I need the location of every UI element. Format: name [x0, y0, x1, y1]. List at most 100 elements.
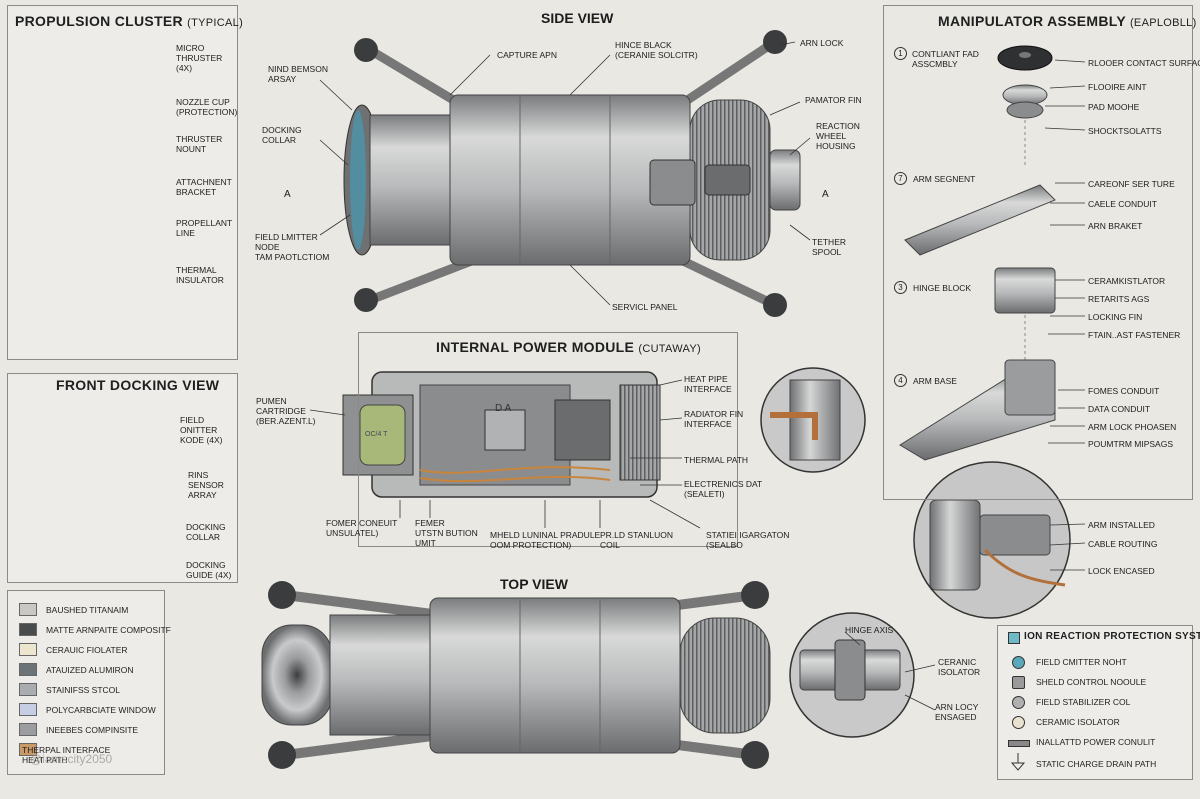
swatch-thermal-interface: [19, 743, 37, 756]
legend-thermal-interface: THERPAL INTERFACE HEAT PATH: [22, 745, 111, 765]
label-shield-module: MHELD LUNINAL PRADULE OOM PROTECTION): [490, 530, 601, 550]
swatch-fiber-composite: [19, 723, 37, 736]
ion-item-power-conduit: INALLATTD POWER CONULIT: [1036, 737, 1156, 747]
label-carbon-fiber: CAREONF SER TURE: [1088, 179, 1175, 189]
detail-leaders: [1049, 523, 1086, 571]
side-view-title: SIDE VIEW: [541, 10, 614, 26]
front-docking-title: FRONT DOCKING VIEW: [56, 377, 220, 393]
label-tether-spool: TETHER SPOOL: [812, 237, 846, 257]
label-cable-routing: CABLE ROUTING: [1088, 539, 1158, 549]
label-arm-installed: ARM INSTALLED: [1088, 520, 1155, 530]
label-heat-pipe: HEAT PIPE INTERFACE: [684, 374, 732, 394]
step-number-2: 7: [894, 172, 907, 185]
swatch-anodized-aluminum: [19, 663, 37, 676]
legend-fiber-composite: INEEBES COMPINSITE: [46, 725, 139, 735]
swatch-stainless-steel: [19, 683, 37, 696]
label-field-emitter-node: FIELD ONITTER KODE (4X): [180, 415, 223, 445]
side-view-spacecraft-drawing: [343, 30, 801, 317]
emitter-node-icon: [1012, 656, 1025, 669]
legend-polycarbonate: POLYCARBCIATE WINDOW: [46, 705, 156, 715]
section-marker-right: A: [822, 189, 829, 200]
power-module-title: INTERNAL POWER MODULE (CUTAWAY): [436, 339, 701, 355]
ion-item-ceramic: CERAMIC ISOLATOR: [1036, 717, 1120, 727]
label-pad-mount: PAD MOOHE: [1088, 102, 1140, 112]
label-capture-arm: CAPTURE APN: [497, 50, 557, 60]
ion-reaction-panel: [997, 625, 1193, 780]
label-hinge-block: HINCE BLACK (CERANIE SOLCITR): [615, 40, 698, 60]
swatch-ceramic-isolator: [19, 643, 37, 656]
label-reaction-wheel: REACTION WHEEL HOUSING: [816, 121, 860, 151]
power-module-panel: [358, 332, 738, 547]
label-service-panel: SERVICL PANEL: [612, 302, 678, 312]
label-power-conduit: FOMER CONEUIT UNSULATEL): [326, 518, 398, 538]
ion-header-swatch: [1008, 632, 1020, 644]
propulsion-title: PROPULSION CLUSTER (TYPICAL): [15, 13, 244, 29]
ion-item-drain-path: STATIC CHARGE DRAIN PATH: [1036, 759, 1157, 769]
label-field-emitter: FIELD LMITTER NODE TAM PAOTLCTIOM: [255, 232, 330, 262]
label-hinge-axis: HINGE AXIS: [845, 625, 894, 635]
cartridge-marking: OC/4 T: [365, 431, 388, 438]
label-compliant-pad: CONTLIANT FAD ASSCMBLY: [912, 49, 979, 69]
label-arm-lock-mechanism: ARM LOCK PHOASEN: [1088, 422, 1177, 432]
step-number-4: 4: [894, 374, 907, 387]
legend-ceramic-isolator: CERAUIC FIOLATER: [46, 645, 128, 655]
power-leaders: [309, 379, 701, 529]
label-distribution-unit: FEMER UTSTN BUTION UMIT: [415, 518, 478, 548]
manipulator-panel: [883, 5, 1193, 500]
label-attachment-bracket: ATTACHNENT BRACKET: [176, 177, 232, 197]
label-locking-pin: LOCKING FIN: [1088, 312, 1143, 322]
manip-leaders: [1044, 59, 1086, 444]
label-arm-lock-engaged: ARN LOCY ENSAGED: [935, 702, 979, 722]
manipulator-title: MANIPULATOR ASSEMBLY (EAPLOBLL): [938, 13, 1197, 29]
propulsion-panel: [7, 5, 238, 360]
label-radiator-fin: PAMATOR FIN: [805, 95, 862, 105]
ion-item-emitter: FIELD CMITTER NOHT: [1036, 657, 1127, 667]
label-mounting-flanges: POUMTRM MIPSAGS: [1088, 439, 1174, 449]
heat-pipe-detail-circle: [760, 367, 866, 473]
label-flexure-joint: FLOOIRE AINT: [1088, 82, 1147, 92]
legend-anodized-aluminum: ATAUIZED ALUMIRON: [46, 665, 134, 675]
front-docking-panel: [7, 373, 238, 583]
label-fastener: FTAIN..AST FASTENER: [1088, 330, 1181, 340]
label-arm-bracket: ARN BRAKET: [1088, 221, 1143, 231]
swatch-brushed-titanium: [19, 603, 37, 616]
label-thermal-insulator: THERMAL INSULATOR: [176, 265, 224, 285]
label-lock-encased: LOCK ENCASED: [1088, 566, 1155, 576]
ceramic-isolator-icon: [1012, 716, 1025, 729]
power-module-cutaway-drawing: [342, 371, 661, 498]
legend-matte-composite: MATTE ARNPAITE COMPOSITF: [46, 625, 171, 635]
side-leaders: [319, 41, 811, 306]
ion-item-stabilizer: FIELD STABILIZER COL: [1036, 697, 1131, 707]
label-nozzle-cup: NOZZLE CUP (PROTECTION): [176, 97, 238, 117]
swatch-matte-composite: [19, 623, 37, 636]
section-marker-left: A: [284, 189, 291, 200]
hinge-detail-circle: [789, 612, 915, 738]
label-ring-sensor: NIND BEMSON ARSAY: [268, 64, 328, 84]
arm-installed-detail-circle: [913, 461, 1071, 619]
hinge-leaders: [844, 631, 936, 711]
label-electronics-bay: ELECTRENICS DAT (SEALETI): [684, 479, 763, 499]
label-ceramic-insulator: CERAMKISTLATOR: [1088, 276, 1166, 286]
label-ring-sensor-array: RINS SENSOR ARRAY: [188, 470, 224, 500]
ion-item-control-module: SHELD CONTROL NOOULE: [1036, 677, 1147, 687]
step-number-1: 1: [894, 47, 907, 60]
label-micro-thruster: MICRO THRUSTER (4X): [176, 43, 223, 73]
label-propellant-line: PROPELLANT LINE: [176, 218, 233, 238]
label-thermal-path: THERMAL PATH: [684, 455, 749, 465]
step-number-3: 3: [894, 281, 907, 294]
label-side-docking-collar: DOCKING COLLAR: [262, 125, 302, 145]
top-view-title: TOP VIEW: [500, 576, 568, 592]
control-module-icon: [1012, 676, 1025, 689]
label-retainer-rings: RETARITS AGS: [1088, 294, 1150, 304]
watermark: @iamscity2050: [30, 752, 113, 766]
label-arm-lock: ARN LOCK: [800, 38, 844, 48]
label-power-conduit-arm: FOMES CONDUIT: [1088, 386, 1160, 396]
label-shock-isolators: SHOCKTSOLATTS: [1088, 126, 1162, 136]
label-static-regulator: STATIEI IGARGATON (SEALBO: [706, 530, 790, 550]
label-arm-segment: ARM SEGNENT: [913, 174, 976, 184]
label-docking-guide: DOCKING GUIDE (4X): [186, 560, 232, 580]
stabilizer-coil-icon: [1012, 696, 1025, 709]
label-data-conduit: DATA CONDUIT: [1088, 404, 1151, 414]
label-arm-base: ARM BASE: [913, 376, 957, 386]
label-stabilization-coil: PR.LD STANLUON COIL: [600, 530, 674, 550]
